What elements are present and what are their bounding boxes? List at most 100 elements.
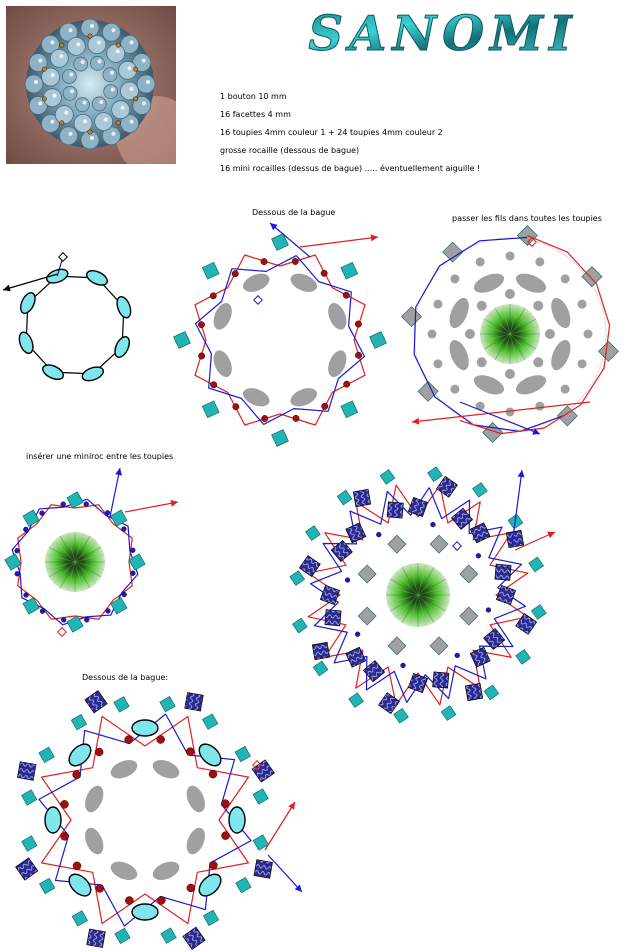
- bead-highlight: [83, 119, 88, 124]
- rocaille-bead: [186, 883, 196, 893]
- bead-highlight: [141, 58, 146, 63]
- toupie-bead-color2: [319, 584, 341, 606]
- rocaille-bead: [59, 120, 65, 126]
- arrow-head: [270, 223, 278, 231]
- rocaille-bead: [342, 291, 350, 299]
- toupie-bead: [39, 877, 56, 895]
- cabochon-facet: [501, 333, 511, 364]
- rocaille-bead: [41, 96, 47, 102]
- toupie-bead: [201, 261, 220, 280]
- placeholder-toupie: [429, 636, 449, 656]
- caption-step6: Dessous de la bague:: [82, 673, 169, 682]
- toupie-bead: [173, 331, 191, 349]
- toupie-bead-color2: [469, 646, 491, 668]
- rocaille-bead: [133, 96, 139, 102]
- rocaille-bead: [121, 591, 127, 598]
- bead-highlight: [52, 93, 57, 98]
- arrow-head: [288, 802, 295, 810]
- material-item: 16 mini rocailles (dessus de bague) ....…: [220, 164, 481, 173]
- rocaille-bead: [261, 415, 269, 422]
- toupie-bead: [336, 489, 353, 506]
- placeholder-toupie: [556, 405, 578, 427]
- cabochon-facet: [417, 594, 441, 618]
- material-item: 1 bouton 10 mm: [220, 92, 287, 101]
- cabochon-facet: [390, 594, 419, 612]
- placeholder-rocaille: [533, 300, 544, 311]
- diagram-step3: [401, 225, 619, 443]
- toupie-bead-color2: [436, 475, 458, 498]
- rocaille-bead: [354, 320, 362, 328]
- rocaille-bead: [94, 747, 104, 757]
- placeholder-bead: [186, 827, 205, 855]
- thread-arrow: [267, 854, 303, 893]
- placeholder-rocaille: [577, 299, 587, 309]
- rocaille-bead: [485, 607, 492, 613]
- crystal-bead: [120, 35, 139, 54]
- bead-highlight: [109, 70, 114, 75]
- crystal-bead: [54, 105, 74, 125]
- toupie-bead-color2: [184, 692, 204, 712]
- toupie-bead-color2: [345, 646, 367, 668]
- rocaille-bead: [83, 501, 89, 507]
- toupie-bead: [235, 876, 252, 894]
- cabochon-facet: [417, 586, 450, 596]
- crystal-bead: [102, 67, 118, 83]
- placeholder-rocaille: [583, 329, 593, 339]
- rocaille-bead: [41, 66, 47, 72]
- crystal-bead: [62, 85, 78, 101]
- cabochon-facet: [409, 594, 419, 627]
- facette-bead: [228, 806, 246, 834]
- thread-arrow: [299, 236, 379, 248]
- placeholder-bead: [213, 350, 232, 378]
- toupie-bead: [21, 835, 38, 852]
- rocaille-bead: [221, 799, 230, 808]
- placeholder-bead: [213, 302, 232, 330]
- placeholder-rocaille: [535, 257, 545, 267]
- cabochon-facet: [509, 333, 537, 350]
- rocaille-bead: [115, 42, 121, 48]
- rocaille-bead: [105, 608, 111, 614]
- placeholder-bead: [152, 861, 180, 880]
- rocaille-bead: [121, 526, 127, 532]
- toupie-bead-color2: [17, 761, 37, 781]
- crystal-bead: [120, 114, 139, 133]
- rocaille-bead: [130, 570, 136, 576]
- arrow-head: [115, 468, 123, 476]
- cabochon-facet: [483, 333, 511, 350]
- rocaille-bead: [291, 258, 299, 265]
- cabochon-facet: [74, 535, 91, 563]
- rocaille-bead: [23, 592, 29, 598]
- toupie-bead: [252, 788, 269, 805]
- toupie-bead: [393, 708, 409, 724]
- thread-arrow: [2, 273, 58, 291]
- bead-highlight: [99, 99, 104, 104]
- toupie-bead: [38, 746, 55, 764]
- thread-arrow: [459, 401, 541, 435]
- cabochon-facet: [480, 325, 511, 335]
- bead-highlight: [120, 105, 125, 110]
- toupie-bead: [312, 660, 329, 677]
- facette-bead: [131, 719, 159, 737]
- placeholder-bead: [85, 785, 104, 813]
- placeholder-bead: [186, 785, 205, 813]
- crystal-bead: [106, 43, 126, 63]
- arrow-head: [532, 428, 540, 435]
- placeholder-toupie: [401, 306, 422, 328]
- crystal-bead: [59, 126, 78, 146]
- facette-bead: [42, 364, 65, 380]
- red-thread: [40, 715, 250, 925]
- placeholder-bead: [152, 760, 180, 779]
- rocaille-bead: [354, 631, 361, 637]
- toupie-bead: [340, 400, 359, 419]
- rocaille-bead: [157, 896, 166, 905]
- cabochon-facet: [483, 318, 511, 335]
- ring-photo: [6, 6, 176, 164]
- toupie-bead-color2: [182, 926, 206, 950]
- bead-highlight: [103, 117, 108, 122]
- bead-highlight: [111, 28, 116, 33]
- thread-arrow: [411, 401, 591, 423]
- cabochon-facet: [74, 553, 105, 563]
- arrow-head: [294, 884, 302, 892]
- bead-highlight: [127, 66, 132, 71]
- title-text: SANOMI: [308, 6, 577, 62]
